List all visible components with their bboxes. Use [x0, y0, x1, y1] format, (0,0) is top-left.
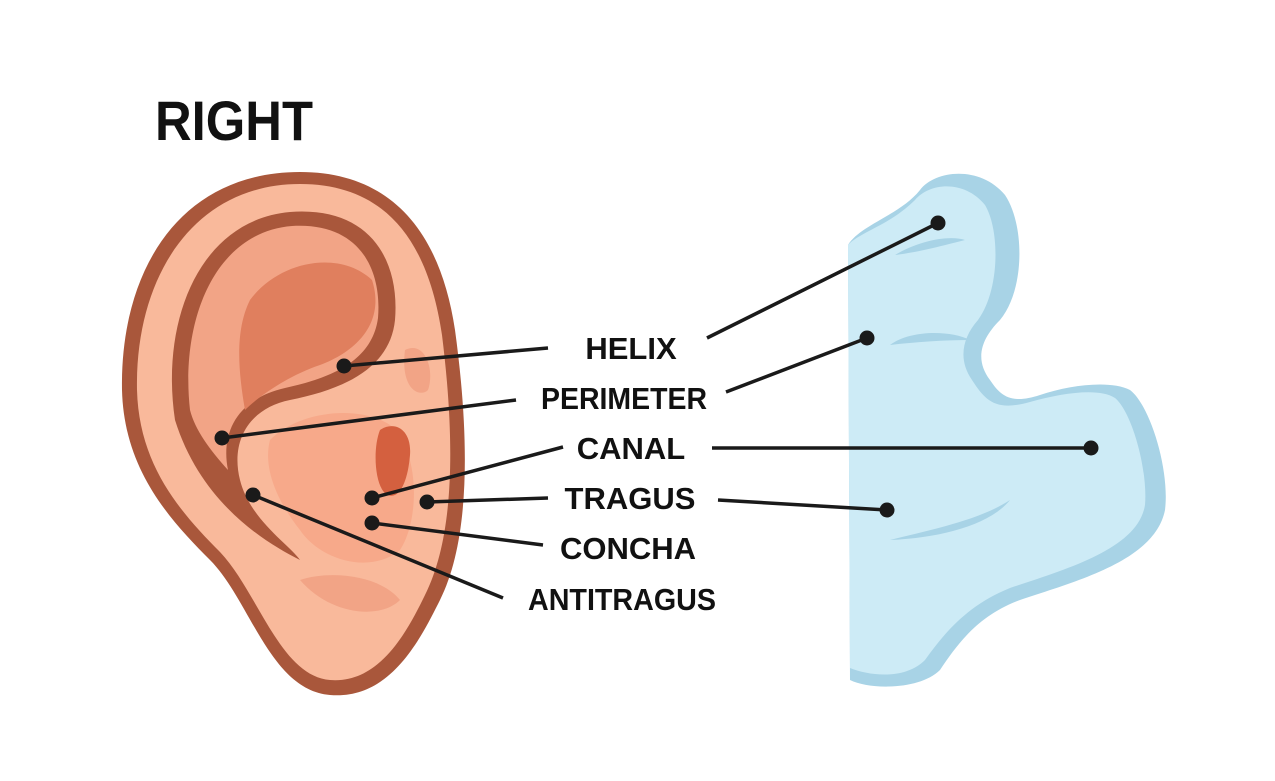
- antitragus-ear-line: [252, 493, 504, 600]
- canal-mold-dot: [1083, 440, 1099, 456]
- ear-lobe-shade: [300, 575, 400, 612]
- label-helix: HELIX: [585, 331, 677, 366]
- perimeter-mold-line: [725, 336, 868, 394]
- earmold-illustration: [848, 173, 1166, 687]
- concha-ear-dot: [364, 515, 380, 531]
- mold-body: [848, 186, 1146, 675]
- tragus-ear-line: [426, 496, 549, 504]
- label-antitragus: ANTITRAGUS: [528, 582, 716, 617]
- helix-mold-dot: [930, 215, 946, 231]
- tragus-mold-dot: [879, 502, 895, 518]
- perimeter-mold-dot: [859, 330, 875, 346]
- tragus-mold-line: [717, 498, 888, 512]
- concha-ear-line: [371, 521, 544, 547]
- mold-crease-mid: [890, 333, 970, 345]
- label-canal: CANAL: [577, 431, 686, 466]
- perimeter-ear-dot: [214, 430, 230, 446]
- mold-crease-top: [895, 238, 965, 255]
- ear-illustration: [121, 172, 465, 696]
- helix-ear-line: [343, 346, 549, 368]
- ear-fossa: [239, 262, 376, 410]
- canal-ear-dot: [364, 490, 380, 506]
- antitragus-ear-dot: [245, 487, 261, 503]
- leader-lines: [221, 221, 1091, 600]
- diagram-title: RIGHT: [155, 89, 313, 152]
- label-concha: CONCHA: [560, 531, 696, 566]
- leader-dots: [214, 215, 1099, 531]
- ear-canal-shape: [375, 426, 411, 496]
- perimeter-ear-line: [221, 398, 517, 440]
- label-perimeter: PERIMETER: [541, 381, 707, 416]
- helix-mold-line: [706, 221, 939, 340]
- tragus-ear-dot: [419, 494, 435, 510]
- canal-ear-line: [371, 445, 564, 500]
- helix-ear-dot: [336, 358, 352, 374]
- label-tragus: TRAGUS: [565, 481, 696, 516]
